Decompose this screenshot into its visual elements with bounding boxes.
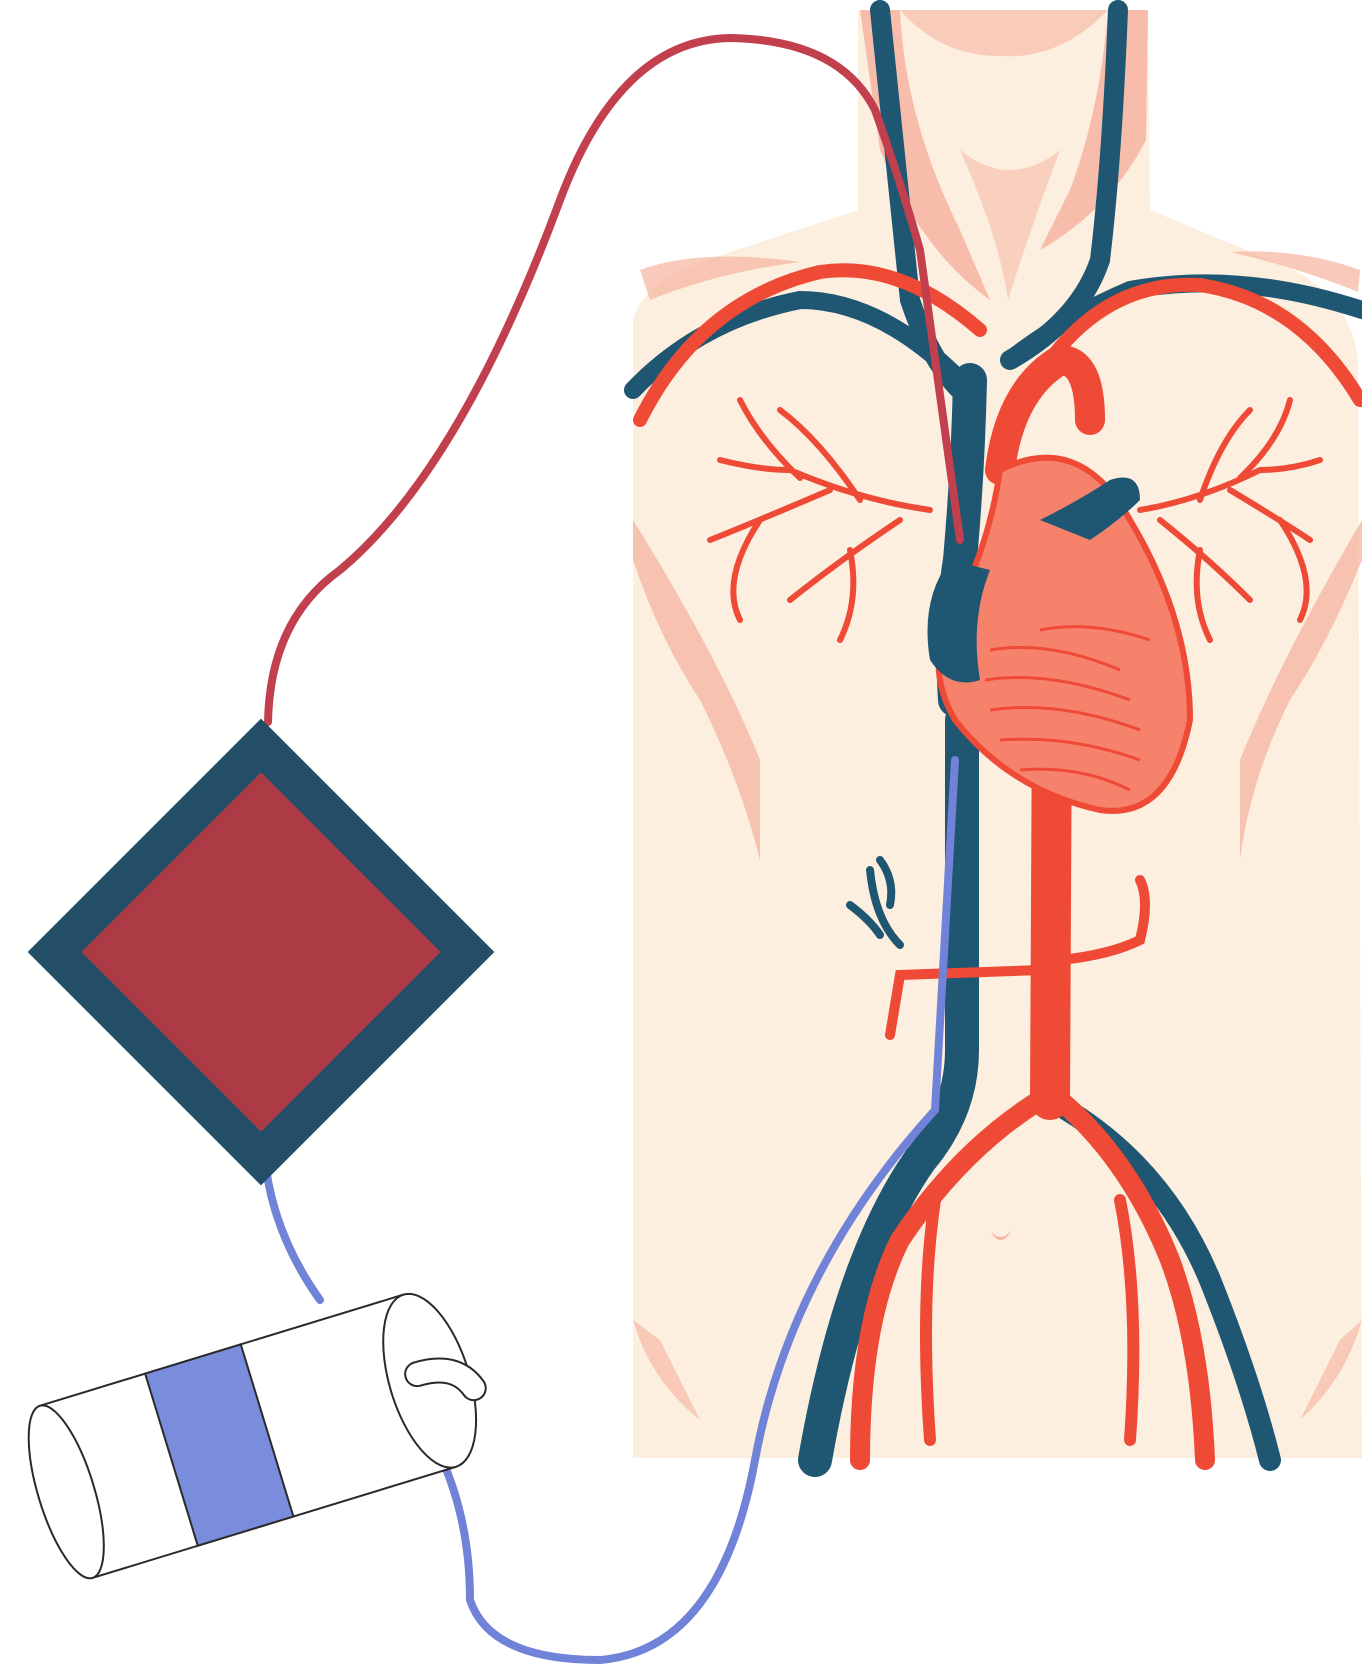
pump-diamond-icon <box>28 719 495 1186</box>
oxygenator-cylinder-icon <box>13 1283 494 1586</box>
pump-fill <box>81 772 440 1131</box>
